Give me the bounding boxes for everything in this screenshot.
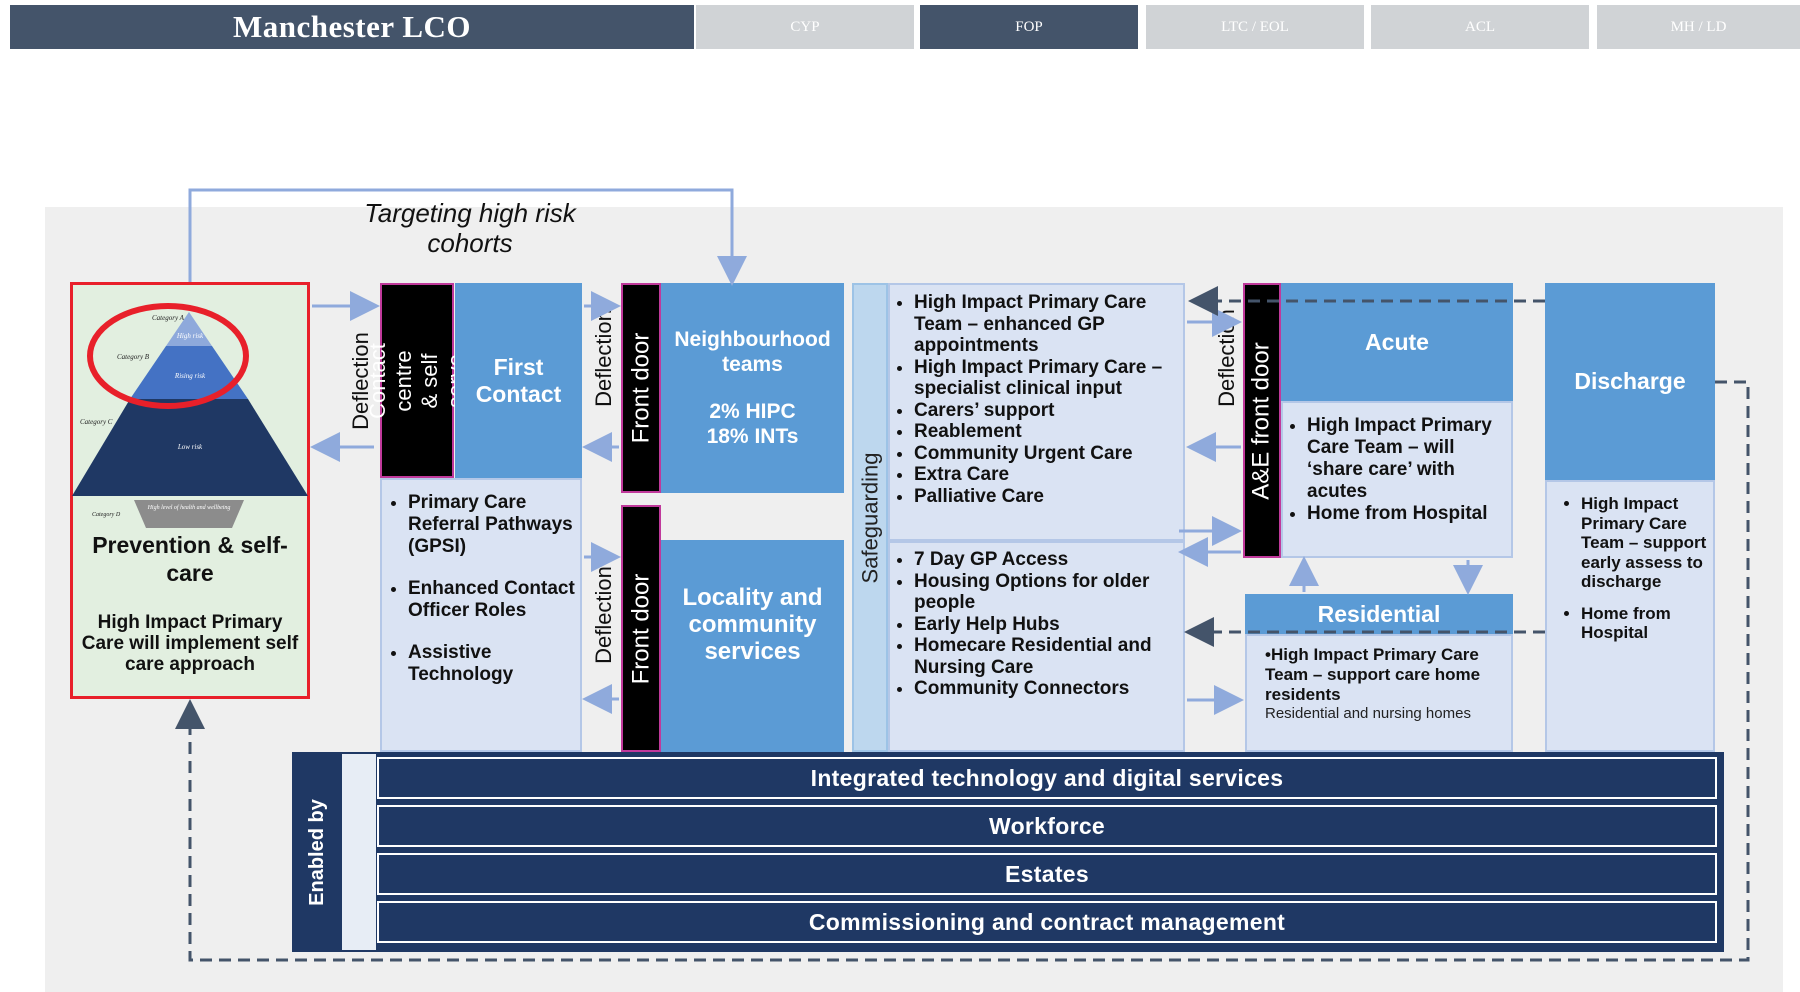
residential-note: Residential and nursing homes xyxy=(1265,705,1471,722)
list-item: Home from Hospital xyxy=(1307,503,1507,525)
high-risk-label: High risk xyxy=(176,332,204,340)
enabler-commissioning: Commissioning and contract management xyxy=(377,901,1717,943)
contact-centre-bar: Contact centre & self serve xyxy=(365,283,468,478)
hipc-stat: 2% HIPC xyxy=(709,400,796,423)
neighbourhood-title: Neighbourhood teams xyxy=(674,328,831,376)
ae-front-door-bar: A&E front door xyxy=(1243,283,1281,558)
first-contact-list: Primary Care Referral Pathways (GPSI) En… xyxy=(380,478,582,752)
list-item: Early Help Hubs xyxy=(914,614,1179,636)
list-item: Palliative Care xyxy=(914,486,1179,508)
prevention-description: High Impact Primary Care will implement … xyxy=(81,612,299,675)
prevention-title: Prevention & self-care xyxy=(92,532,288,586)
ints-stat: 18% INTs xyxy=(706,425,799,448)
high-risk-highlight-circle xyxy=(87,303,249,409)
list-item: 7 Day GP Access xyxy=(914,549,1179,571)
list-item: Reablement xyxy=(914,421,1179,443)
enabler-technology: Integrated technology and digital servic… xyxy=(377,757,1717,799)
list-item: Carers’ support xyxy=(914,400,1179,422)
residential-item: •High Impact Primary Care Team – support… xyxy=(1265,645,1481,704)
list-item: High Impact Primary Care Team – enhanced… xyxy=(914,292,1179,357)
first-contact-box: First Contact xyxy=(455,283,582,478)
category-a-label: Category A xyxy=(152,314,185,322)
residential-box: Residential xyxy=(1245,594,1513,634)
list-item: High Impact Primary Care – specialist cl… xyxy=(914,357,1179,400)
category-c-label: Category C xyxy=(80,418,113,426)
low-risk-label: Low risk xyxy=(177,443,203,451)
list-item: Enhanced Contact Officer Roles xyxy=(408,578,576,622)
cohort-targeting-arrow xyxy=(188,188,747,286)
tab-mh-ld[interactable]: MH / LD xyxy=(1597,5,1800,49)
page-title: Manchester LCO xyxy=(10,5,694,49)
dashed-loop-to-prevention xyxy=(175,380,1750,962)
acute-box: Acute xyxy=(1281,283,1513,401)
enabler-estates: Estates xyxy=(377,853,1717,895)
cohort-caption: Targeting high risk cohorts xyxy=(364,198,576,258)
category-d-label: Category D xyxy=(92,512,121,518)
tab-fop[interactable]: FOP xyxy=(920,5,1138,49)
list-item: Assistive Technology xyxy=(408,642,576,686)
services-bottom-list: 7 Day GP Access Housing Options for olde… xyxy=(888,541,1185,752)
list-item: Community Connectors xyxy=(914,678,1179,700)
list-item: Extra Care xyxy=(914,464,1179,486)
enabler-workforce: Workforce xyxy=(377,805,1717,847)
neighbourhood-teams-box: Neighbourhood teams 2% HIPC 18% INTs xyxy=(661,283,844,493)
safeguarding-bar: Safeguarding xyxy=(852,283,888,752)
front-door-bar-1: Front door xyxy=(621,283,661,493)
tab-acl[interactable]: ACL xyxy=(1371,5,1589,49)
list-item: Community Urgent Care xyxy=(914,443,1179,465)
residential-list: •High Impact Primary Care Team – support… xyxy=(1245,634,1513,752)
wellbeing-label: High level of health and wellbeing xyxy=(147,504,231,511)
list-item: Home from Hospital xyxy=(1581,604,1709,643)
list-item: Homecare Residential and Nursing Care xyxy=(914,635,1179,678)
front-door-bar-2: Front door xyxy=(621,505,661,752)
list-item: Primary Care Referral Pathways (GPSI) xyxy=(408,492,576,558)
acute-list: High Impact Primary Care Team – will ‘sh… xyxy=(1281,401,1513,558)
discharge-box: Discharge xyxy=(1545,283,1715,480)
list-item: High Impact Primary Care Team – support … xyxy=(1581,494,1709,592)
tab-cyp[interactable]: CYP xyxy=(696,5,914,49)
discharge-list: High Impact Primary Care Team – support … xyxy=(1545,480,1715,752)
rising-risk-label: Rising risk xyxy=(174,372,206,380)
tab-ltc-eol[interactable]: LTC / EOL xyxy=(1146,5,1364,49)
services-top-list: High Impact Primary Care Team – enhanced… xyxy=(888,283,1185,541)
category-b-label: Category B xyxy=(117,353,150,361)
list-item: Housing Options for older people xyxy=(914,571,1179,614)
risk-pyramid: Category A High risk Category B Rising r… xyxy=(72,303,308,528)
locality-services-box: Locality and community services xyxy=(661,540,844,752)
list-item: High Impact Primary Care Team – will ‘sh… xyxy=(1307,415,1507,503)
enablers-divider xyxy=(342,754,376,950)
